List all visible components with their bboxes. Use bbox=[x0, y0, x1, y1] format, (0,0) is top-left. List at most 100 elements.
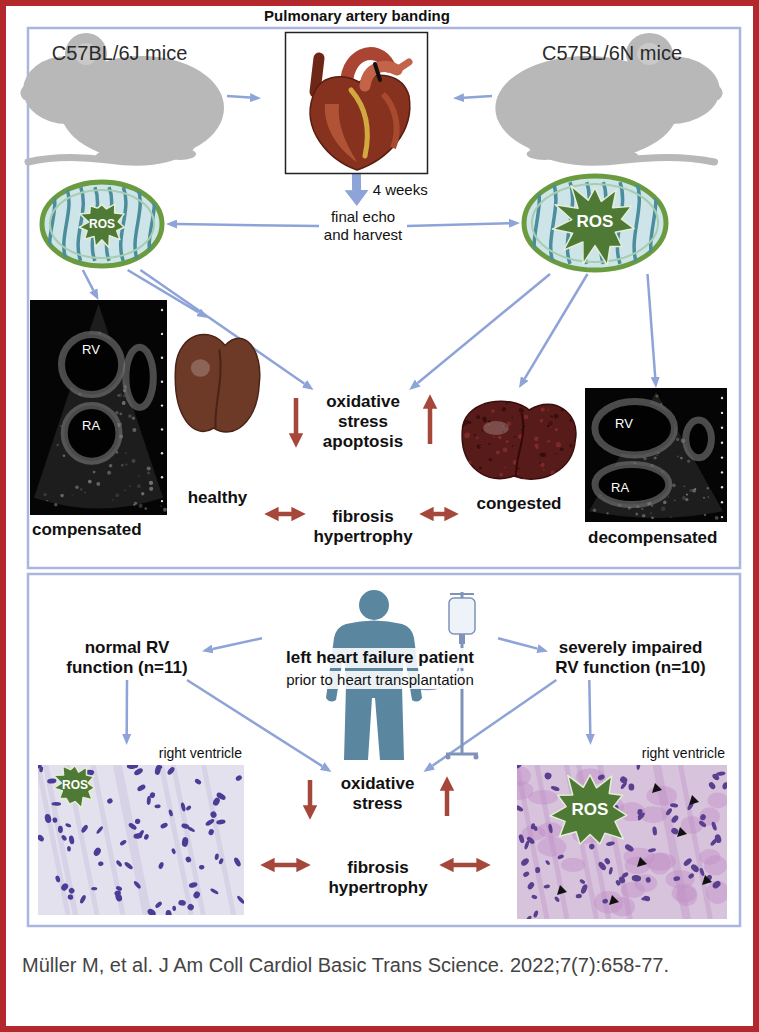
echo-image-part bbox=[680, 457, 683, 460]
echo-image-part bbox=[115, 493, 119, 497]
liver-photo-part bbox=[543, 469, 545, 471]
histology-image-part bbox=[711, 821, 718, 831]
flow-arrow bbox=[418, 274, 550, 383]
histology-image-part bbox=[522, 871, 530, 878]
histology-image-part bbox=[55, 875, 61, 883]
mouse-silhouette: C57BL/6J mice bbox=[12, 26, 227, 166]
histology-image-part bbox=[149, 791, 156, 798]
echo-image-part bbox=[56, 444, 59, 447]
histology-image-part bbox=[517, 804, 524, 812]
echo-image-part bbox=[109, 464, 113, 468]
histology-image-part bbox=[115, 859, 123, 867]
echo-image-part bbox=[641, 508, 643, 510]
liver-photo-part bbox=[491, 399, 493, 401]
histology-image-part bbox=[517, 745, 727, 919]
histology-image-part bbox=[609, 895, 619, 905]
histology-image-part bbox=[602, 898, 609, 904]
patient-figure-part bbox=[459, 634, 465, 644]
histology-image-part bbox=[545, 859, 551, 865]
liver-photo-part bbox=[572, 473, 575, 476]
histology-image-part bbox=[544, 772, 552, 780]
echo-image-part bbox=[85, 492, 86, 493]
ros-label: ROS bbox=[62, 778, 88, 792]
liver-photo-part bbox=[508, 389, 513, 394]
echo-image-part bbox=[161, 476, 163, 478]
echo-image-part bbox=[721, 442, 723, 444]
liver-photo-part bbox=[576, 479, 581, 484]
outcome-label: fibrosis hypertrophy bbox=[308, 505, 418, 549]
histology-image-part bbox=[154, 804, 161, 808]
heart-illustration-part bbox=[375, 64, 380, 80]
echo-image-part bbox=[686, 494, 688, 496]
histology-image-part bbox=[146, 907, 157, 915]
histology-image-part bbox=[673, 876, 680, 882]
echo-image-part bbox=[80, 488, 83, 491]
echo-image-part bbox=[117, 394, 119, 396]
liver-photo-part bbox=[480, 401, 484, 405]
echo-image-part bbox=[149, 481, 153, 485]
liver-photo-part bbox=[560, 404, 565, 409]
histology-image-part bbox=[185, 856, 193, 864]
liver-photo-part bbox=[580, 475, 583, 478]
echo-image-part bbox=[160, 505, 161, 506]
echo-image-part bbox=[117, 394, 119, 396]
echo-image-part bbox=[585, 388, 727, 522]
node-text: fibrosis hypertrophy bbox=[308, 507, 418, 547]
citation-caption: Müller M, et al. J Am Coll Cardiol Basic… bbox=[22, 952, 742, 978]
liver-photo-part bbox=[488, 443, 490, 445]
histology-image-part bbox=[127, 765, 136, 769]
patient-label: left heart failure patient bbox=[283, 648, 477, 668]
echo-image-part bbox=[686, 420, 712, 458]
liver-photo-part bbox=[454, 436, 457, 439]
mitochondrion: ROS bbox=[38, 178, 166, 270]
histology-image-part bbox=[618, 875, 626, 884]
echo-image-part bbox=[642, 514, 646, 518]
histology-image-part bbox=[645, 877, 651, 884]
step-label: final echo and harvest bbox=[319, 206, 407, 246]
echo-image-part bbox=[635, 513, 638, 516]
echo-image-part bbox=[721, 516, 723, 518]
liver-photo-part bbox=[527, 393, 529, 395]
echo-image-part bbox=[141, 492, 144, 495]
histology-image-part bbox=[172, 906, 177, 912]
histology-image-part bbox=[722, 782, 727, 791]
histology-image-part bbox=[136, 784, 146, 793]
liver-photo-part bbox=[519, 408, 524, 413]
liver-photo-part bbox=[526, 390, 531, 395]
histology-image-part bbox=[38, 834, 45, 843]
liver-photo-part bbox=[523, 400, 525, 402]
echo-image-part bbox=[715, 516, 719, 520]
echo-image-part bbox=[96, 482, 100, 486]
histology-image-part bbox=[135, 818, 141, 824]
liver-photo-part bbox=[551, 415, 553, 417]
histology-image-part bbox=[178, 899, 186, 906]
echo-image-part bbox=[63, 455, 65, 457]
histology-image-part bbox=[670, 803, 679, 808]
histology-image-part bbox=[188, 881, 198, 888]
liver-photo-part bbox=[524, 415, 528, 419]
liver-photo-part bbox=[479, 467, 482, 470]
histology-image-part bbox=[91, 887, 97, 891]
liver-photo-part bbox=[542, 390, 544, 392]
histology-image-part bbox=[187, 826, 196, 833]
patient-figure-part bbox=[449, 598, 475, 634]
heart-illustration-part bbox=[310, 54, 410, 170]
ros-label: ROS bbox=[572, 800, 609, 820]
flow-arrow bbox=[464, 96, 492, 98]
image-heading: right ventricle bbox=[159, 745, 242, 762]
increase-arrow bbox=[428, 400, 433, 444]
patient-figure-part bbox=[450, 593, 474, 595]
liver-photo-part bbox=[520, 483, 522, 485]
histology-image-part bbox=[205, 818, 216, 827]
liver-photo-part bbox=[569, 461, 571, 463]
liver-photo-part bbox=[517, 398, 522, 403]
echo-image-part bbox=[161, 452, 163, 454]
liver-photo-part bbox=[540, 453, 544, 457]
liver-photo-part bbox=[516, 413, 523, 476]
liver-photo-part bbox=[499, 473, 503, 477]
histology-image: right ventricleROS bbox=[38, 745, 244, 917]
histology-image-part bbox=[606, 841, 615, 847]
histology-image-part bbox=[628, 783, 634, 790]
liver-photo: congested bbox=[455, 388, 583, 518]
histology-image-part bbox=[166, 766, 176, 776]
